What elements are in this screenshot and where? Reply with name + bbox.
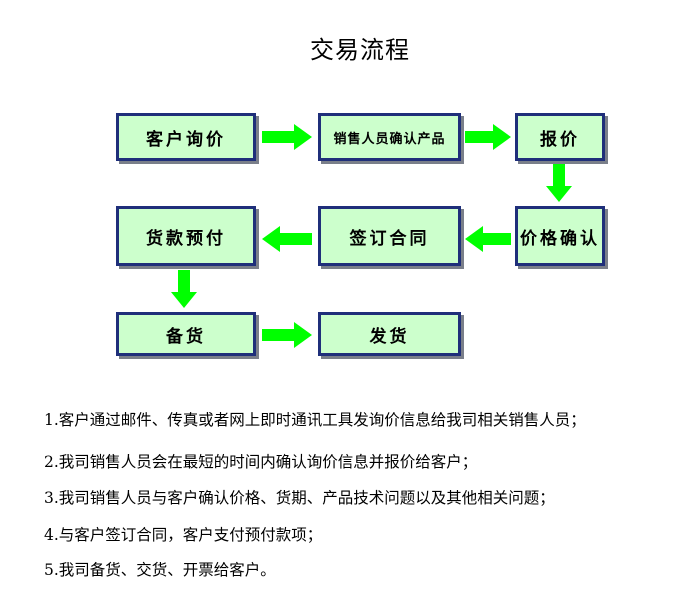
arrow-down-icon bbox=[546, 164, 572, 202]
node-customer-inquiry: 客户询价 bbox=[116, 113, 256, 161]
node-shipping: 发货 bbox=[318, 312, 461, 356]
node-quote: 报价 bbox=[515, 113, 605, 161]
arrow-left-icon bbox=[262, 226, 312, 252]
arrow-right-icon bbox=[262, 322, 312, 348]
node-sales-confirm-product: 销售人员确认产品 bbox=[318, 113, 461, 161]
step-3: 3.我司销售人员与客户确认价格、货期、产品技术问题以及其他相关问题； bbox=[44, 489, 555, 507]
arrow-right-icon bbox=[262, 124, 312, 150]
node-stock-prep: 备货 bbox=[116, 312, 256, 356]
step-2: 2.我司销售人员会在最短的时间内确认询价信息并报价给客户； bbox=[44, 453, 478, 471]
node-sign-contract: 签订合同 bbox=[318, 206, 461, 266]
step-1: 1.客户通过邮件、传真或者网上即时通讯工具发询价信息给我司相关销售人员； bbox=[44, 411, 586, 429]
step-5: 5.我司备货、交货、开票给客户。 bbox=[44, 561, 276, 579]
step-4: 4.与客户签订合同，客户支付预付款项； bbox=[44, 526, 323, 544]
arrow-left-icon bbox=[465, 226, 511, 252]
arrow-right-icon bbox=[465, 124, 511, 150]
diagram-title: 交易流程 bbox=[310, 36, 410, 64]
node-payment-prepaid: 货款预付 bbox=[116, 206, 256, 266]
node-price-confirm: 价格确认 bbox=[515, 206, 605, 266]
arrow-down-icon bbox=[171, 270, 197, 308]
